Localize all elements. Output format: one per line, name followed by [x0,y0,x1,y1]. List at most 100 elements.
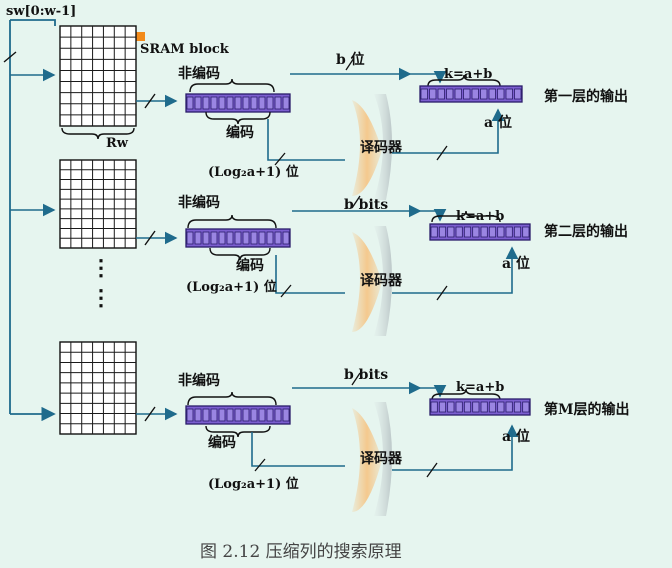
register-cell [282,231,290,245]
register-cell [497,88,505,100]
encoded-brace [205,111,271,125]
register-cell [463,88,471,100]
register-cell [186,96,194,110]
sram-grid [59,25,137,127]
register-cell [202,408,210,422]
log-bits-label: (Log₂a+1) 位 [208,164,299,180]
decoder-to-output-arrow [392,108,505,154]
a-width-tick [436,285,448,301]
a-bits-label: a 位 [502,255,530,272]
register-cell [471,88,479,100]
register-cell [437,88,445,100]
k-brace [427,74,501,87]
register-cell [497,401,505,413]
decoder-shape [352,100,382,196]
register-cell [250,96,258,110]
register-cell [282,408,290,422]
sram-grid-lines [60,160,136,248]
register-cell [266,96,274,110]
register-cell [420,88,428,100]
register-cell [513,226,522,238]
decoder-shape [352,408,382,512]
encoded-to-decoder-wire [251,432,345,467]
decoder-to-output-arrow [392,424,519,471]
register-cell [505,401,513,413]
register-cell [234,408,242,422]
register-cell [430,226,438,238]
encoded-brace [205,425,271,438]
non-encoded-brace [187,214,277,229]
register-cell [226,231,234,245]
register-cell [250,408,258,422]
decoder-shadow [374,94,392,200]
log-width-tick [280,284,292,298]
register-cell [455,226,463,238]
encoded-label: 编码 [226,124,254,141]
register-cell [202,96,210,110]
register-cell [463,401,472,413]
vertical-dots-2: ⋮ [90,285,112,311]
register-cell [210,408,218,422]
register-cell [454,88,462,100]
register-cell [234,231,242,245]
encoded-to-decoder-wire [275,255,345,294]
b-bits-tick [351,195,361,209]
k-label: k=a+b [456,380,504,395]
b-bits-label: b 位 [336,51,365,68]
sram-marker-icon [136,32,145,41]
decoder-label: 译码器 [360,140,403,156]
k-label: k=a+b [456,209,504,224]
register-cell [282,96,290,110]
log-bits-label: (Log₂a+1) 位 [186,279,277,295]
register-cell [218,96,226,110]
register-cell [522,226,530,238]
vertical-dots-1: ⋮ [90,255,112,281]
register-cell [226,96,234,110]
input-bus-top [10,19,56,26]
layer-output-label: 第M层的输出 [544,401,630,418]
register-cell [472,226,480,238]
register-cell [514,88,522,100]
layer-output-label: 第一层的输出 [544,88,628,105]
figure-caption: 图 2.12 压缩列的搜索原理 [200,542,402,562]
register-cell [258,231,266,245]
encoded-register [185,228,291,248]
register-cell [430,401,438,413]
b-bits-tick [351,372,361,386]
b-bits-label: b bits [344,367,388,383]
register-cell [522,401,530,413]
register-cell [488,88,496,100]
layer-1: 非编码 编码 b 位 (Log₂a+1) 位 译码器 a 位 k=a+b 第一层… [10,25,628,200]
register-cell [186,231,194,245]
width-tick [144,230,156,246]
register-cell [488,401,497,413]
register-cell [194,96,202,110]
register-cell [488,226,497,238]
output-register [429,398,531,416]
sram-grid-lines [60,26,136,126]
width-tick [144,406,156,422]
bus-width-tick [3,51,17,63]
register-cell [242,96,250,110]
a-bits-label: a 位 [502,428,530,445]
decoder-shadow [374,402,392,516]
layer-2: 非编码 编码 b bits (Log₂a+1) 位 译码器 a 位 k=a+b … [10,159,628,336]
sram-grid [59,159,137,249]
register-cell [218,408,226,422]
register-cell [202,231,210,245]
register-cell [447,401,455,413]
b-bits-tick [345,57,355,71]
encoded-register [185,93,291,113]
register-cell [274,96,282,110]
k-label: k=a+b [444,67,492,82]
register-cell [480,226,488,238]
non-encoded-label: 非编码 [178,372,220,389]
register-cell [218,231,226,245]
register-cell [258,96,266,110]
register-cell [266,231,274,245]
decoder-label: 译码器 [360,451,403,467]
log-width-tick [274,152,286,166]
register-body [429,398,531,416]
register-cell [480,401,488,413]
